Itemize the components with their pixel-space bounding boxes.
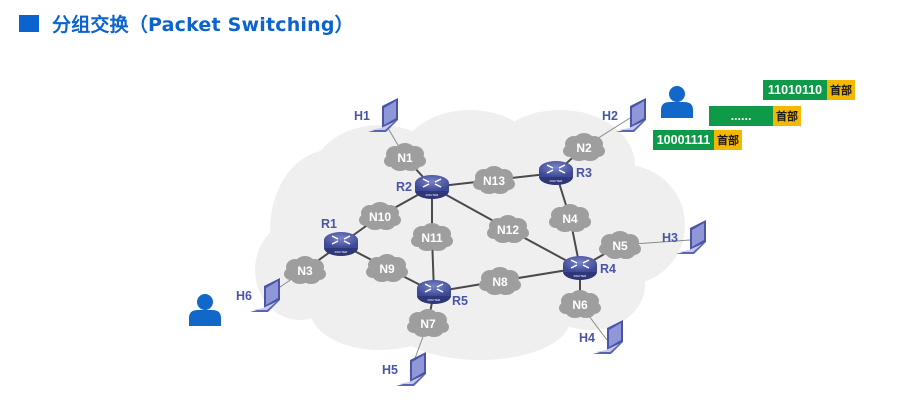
receiver-user-icon — [661, 86, 693, 118]
packet-header: 首部 — [773, 106, 801, 126]
network-label: N1 — [397, 151, 413, 165]
network-cloud-n11: N11 — [411, 223, 453, 251]
router-label: R5 — [452, 294, 468, 308]
network-label: N3 — [297, 264, 313, 278]
router-r1: ROUTER R1 — [321, 217, 358, 256]
network-cloud-n13: N13 — [473, 166, 515, 194]
packet-payload: 10001111 — [653, 130, 714, 150]
router-brand-mark: ROUTER — [426, 193, 440, 197]
packet-2: ......首部 — [709, 106, 801, 126]
network-label: N8 — [492, 275, 508, 289]
router-arrows-icon — [570, 259, 590, 269]
slide-title: 分组交换（Packet Switching） — [19, 10, 354, 37]
network-cloud-n7: N7 — [407, 309, 449, 337]
router-arrows-icon — [424, 283, 444, 293]
router-label: R3 — [576, 166, 592, 180]
network-label: N10 — [369, 210, 391, 224]
router-r5: ROUTER R5 — [417, 280, 468, 308]
packet-payload: 11010110 — [763, 80, 827, 100]
network-label: N6 — [572, 298, 588, 312]
network-label: N7 — [420, 317, 436, 331]
network-cloud-n6: N6 — [559, 290, 601, 318]
network-cloud-n9: N9 — [366, 254, 408, 282]
router-r2: ROUTER R2 — [396, 175, 449, 199]
network-cloud-n2: N2 — [563, 133, 605, 161]
network-label: N5 — [612, 239, 628, 253]
host-label: H6 — [236, 289, 252, 303]
network-cloud-n8: N8 — [479, 267, 521, 295]
network-label: N4 — [562, 212, 578, 226]
network-label: N13 — [483, 174, 505, 188]
host-label: H3 — [662, 231, 678, 245]
router-brand-mark: ROUTER — [574, 274, 588, 278]
host-label: H5 — [382, 363, 398, 377]
router-label: R1 — [321, 217, 337, 231]
packet-payload: ...... — [709, 106, 773, 126]
host-label: H1 — [354, 109, 370, 123]
router-r3: ROUTER R3 — [539, 161, 592, 185]
host-laptop-h6: H6 — [236, 278, 280, 312]
router-r4: ROUTER R4 — [563, 256, 616, 280]
sender-user-icon — [189, 294, 221, 326]
network-cloud-n12: N12 — [487, 215, 529, 243]
router-brand-mark: ROUTER — [550, 179, 564, 183]
host-label: H4 — [579, 331, 595, 345]
network-cloud-n10: N10 — [359, 202, 401, 230]
router-arrows-icon — [422, 178, 442, 188]
title-bullet-square — [19, 15, 39, 32]
network-label: N12 — [497, 223, 519, 237]
network-cloud-n4: N4 — [549, 204, 591, 232]
host-laptop-h2: H2 — [602, 98, 646, 132]
host-laptop-h1: H1 — [354, 98, 398, 132]
network-label: N9 — [379, 262, 395, 276]
host-laptop-h3: H3 — [662, 220, 706, 254]
network-cloud-n3: N3 — [284, 256, 326, 284]
host-laptop-h5: H5 — [382, 352, 426, 386]
network-label: N2 — [576, 141, 592, 155]
router-brand-mark: ROUTER — [335, 250, 349, 254]
network-cloud-n5: N5 — [599, 231, 641, 259]
router-arrows-icon — [546, 164, 566, 174]
host-laptop-h4: H4 — [579, 320, 623, 354]
packet-header: 首部 — [714, 130, 742, 150]
router-arrows-icon — [331, 235, 351, 245]
network-cloud-n1: N1 — [384, 143, 426, 171]
host-label: H2 — [602, 109, 618, 123]
router-label: R4 — [600, 262, 616, 276]
network-label: N11 — [421, 231, 443, 245]
router-brand-mark: ROUTER — [428, 298, 442, 302]
title-text: 分组交换（Packet Switching） — [52, 14, 354, 36]
packet-header: 首部 — [827, 80, 855, 100]
router-label: R2 — [396, 180, 412, 194]
